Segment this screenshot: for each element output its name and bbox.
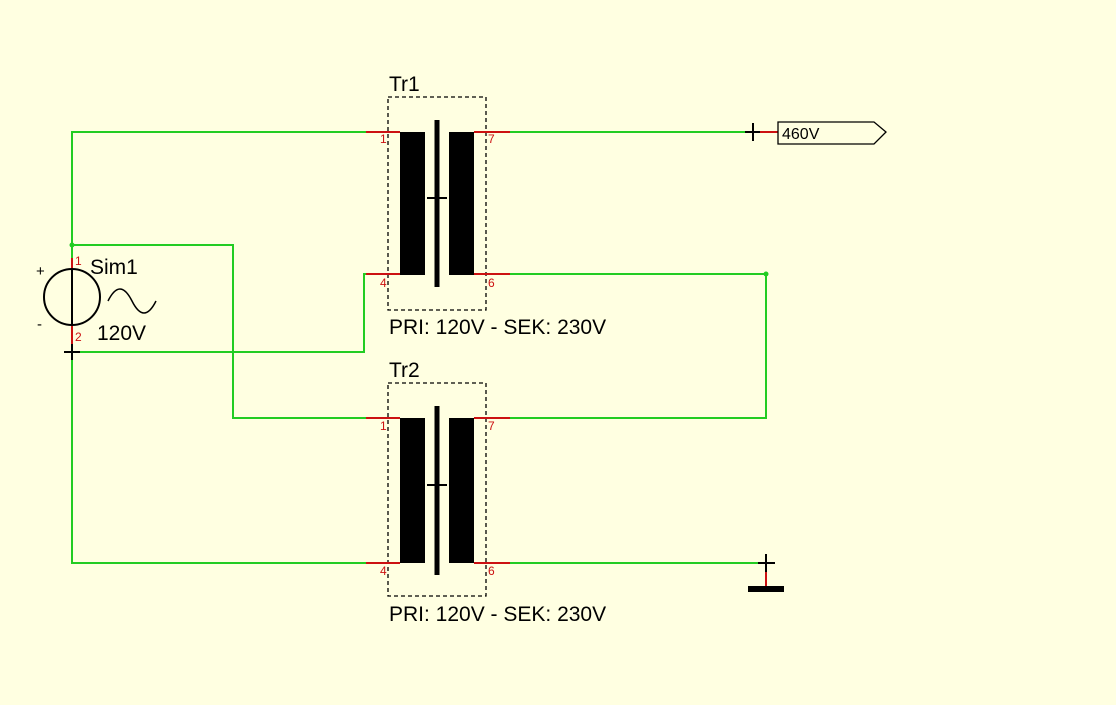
wire-source-pin1-to-tr2-pin1[interactable]: [72, 244, 368, 419]
pin-6-number: 6: [488, 564, 495, 578]
primary-coil: [400, 132, 425, 275]
source-value: 120V: [97, 322, 146, 345]
transformer-rating: PRI: 120V - SEK: 230V: [389, 603, 606, 626]
transformer-tr1[interactable]: 1 4 7 6 Tr1 PRI: 120V - SEK: 230V: [366, 73, 606, 339]
pin-1-number: 1: [380, 132, 387, 146]
junction-dot: [69, 242, 75, 248]
ground-symbol-icon[interactable]: [748, 554, 784, 592]
wire-source-bottom-to-tr2-pin4[interactable]: [71, 345, 368, 564]
secondary-coil: [449, 418, 474, 563]
output-voltage-label: 460V: [782, 126, 820, 143]
pin-4-number: 4: [380, 564, 387, 578]
ground-bar: [748, 586, 784, 592]
source-pin1-number: 1: [75, 254, 82, 268]
transformer-tr2[interactable]: 1 4 7 6 Tr2 PRI: 120V - SEK: 230V: [366, 359, 606, 626]
output-net-label[interactable]: 460V: [745, 121, 887, 145]
wire-source-top-to-tr1-pin1[interactable]: [71, 131, 368, 258]
wire-tr1-pin6-to-tr2-pin7[interactable]: [510, 273, 767, 419]
pin-7-number: 7: [488, 419, 495, 433]
source-plus-sign: +: [36, 263, 45, 280]
net-label-flag: [777, 121, 887, 145]
primary-coil: [400, 418, 425, 563]
pin-1-number: 1: [380, 419, 387, 433]
sine-wave-icon: [107, 288, 157, 314]
pin-6-number: 6: [488, 276, 495, 290]
transformer-name: Tr2: [389, 359, 420, 382]
source-minus-sign: -: [37, 316, 42, 333]
wires: [71, 131, 767, 564]
pin-4-number: 4: [380, 276, 387, 290]
secondary-coil: [449, 132, 474, 275]
source-pin2-number: 2: [75, 330, 82, 344]
junction-dot: [763, 271, 769, 277]
transformer-rating: PRI: 120V - SEK: 230V: [389, 316, 606, 339]
transformer-name: Tr1: [389, 73, 420, 96]
source-name: Sim1: [90, 256, 138, 279]
transformer-outline: [387, 96, 487, 311]
pin-7-number: 7: [488, 132, 495, 146]
ac-voltage-source[interactable]: + - 1 2 Sim1 120V: [36, 254, 157, 360]
transformer-outline: [387, 382, 487, 597]
